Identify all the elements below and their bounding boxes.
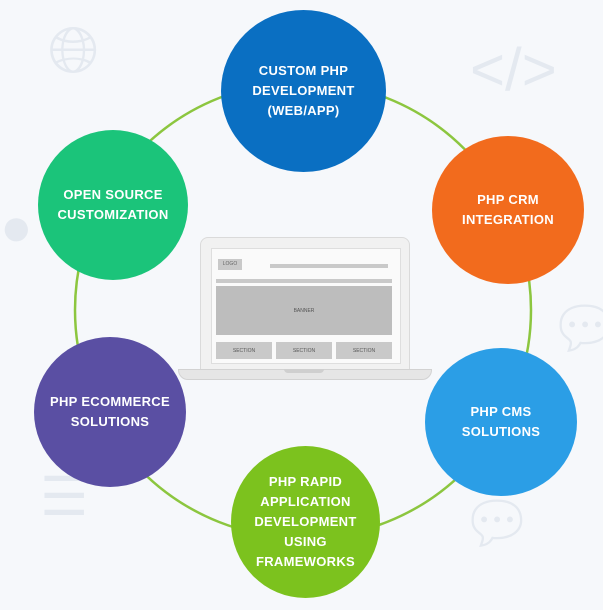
node-label: CUSTOM PHP DEVELOPMENT (WEB/APP) — [252, 63, 355, 118]
node-php-crm-integration: PHP CRM INTEGRATION — [432, 136, 584, 284]
mockup-logo: LOGO — [218, 259, 242, 270]
laptop-screen: LOGO BANNER SECTION SECTION SECTION — [211, 248, 401, 364]
node-custom-php-development: CUSTOM PHP DEVELOPMENT (WEB/APP) — [221, 10, 386, 172]
mockup-section: SECTION — [216, 342, 272, 359]
laptop-screen-frame: LOGO BANNER SECTION SECTION SECTION — [200, 237, 410, 371]
node-label: PHP ECOMMERCE SOLUTIONS — [50, 394, 170, 429]
user-icon: ● — [0, 197, 33, 257]
node-php-rapid-application-development: PHP RAPID APPLICATION DEVELOPMENT USING … — [231, 446, 380, 598]
mockup-nav-bar — [270, 264, 388, 268]
node-label: PHP CMS SOLUTIONS — [461, 404, 541, 439]
laptop-mockup: LOGO BANNER SECTION SECTION SECTION — [178, 237, 432, 383]
node-label: OPEN SOURCE CUSTOMIZATION — [57, 187, 169, 222]
mockup-banner: BANNER — [216, 286, 392, 335]
mockup-section: SECTION — [336, 342, 392, 359]
laptop-notch — [284, 369, 324, 373]
mockup-section: SECTION — [276, 342, 332, 359]
globe-icon: 🌐︎ — [48, 14, 100, 86]
node-label: PHP CRM INTEGRATION — [462, 192, 554, 227]
node-open-source-customization: OPEN SOURCE CUSTOMIZATION — [38, 130, 188, 280]
node-label: PHP RAPID APPLICATION DEVELOPMENT USING … — [254, 474, 357, 569]
mockup-nav-bar-secondary — [216, 279, 392, 283]
chat-icon: 💬︎ — [460, 491, 534, 556]
chat-icon: 💬︎ — [548, 296, 603, 361]
node-php-cms-solutions: PHP CMS SOLUTIONS — [425, 348, 577, 496]
node-php-ecommerce-solutions: PHP ECOMMERCE SOLUTIONS — [34, 337, 186, 487]
code-icon: </> — [470, 36, 557, 103]
